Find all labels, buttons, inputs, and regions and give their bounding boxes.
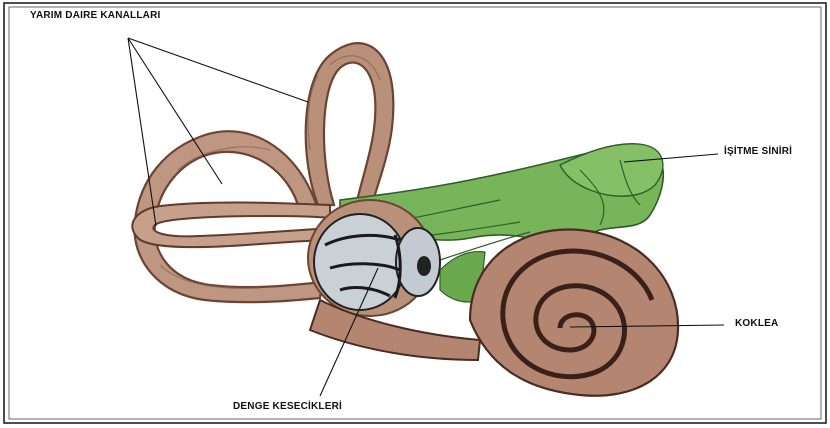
superior-canal [306,43,394,205]
label-semicircular-canals: YARIM DAIRE KANALLARI [30,10,161,21]
label-vestibule: DENGE KESECİKLERİ [233,401,342,412]
label-auditory-nerve: İŞİTME SİNİRİ [724,146,792,157]
lateral-canal [132,202,330,247]
label-cochlea: KOKLEA [735,318,778,329]
leader-canals-1 [128,38,308,102]
saccule [314,214,406,310]
utricle-spot [417,256,431,276]
